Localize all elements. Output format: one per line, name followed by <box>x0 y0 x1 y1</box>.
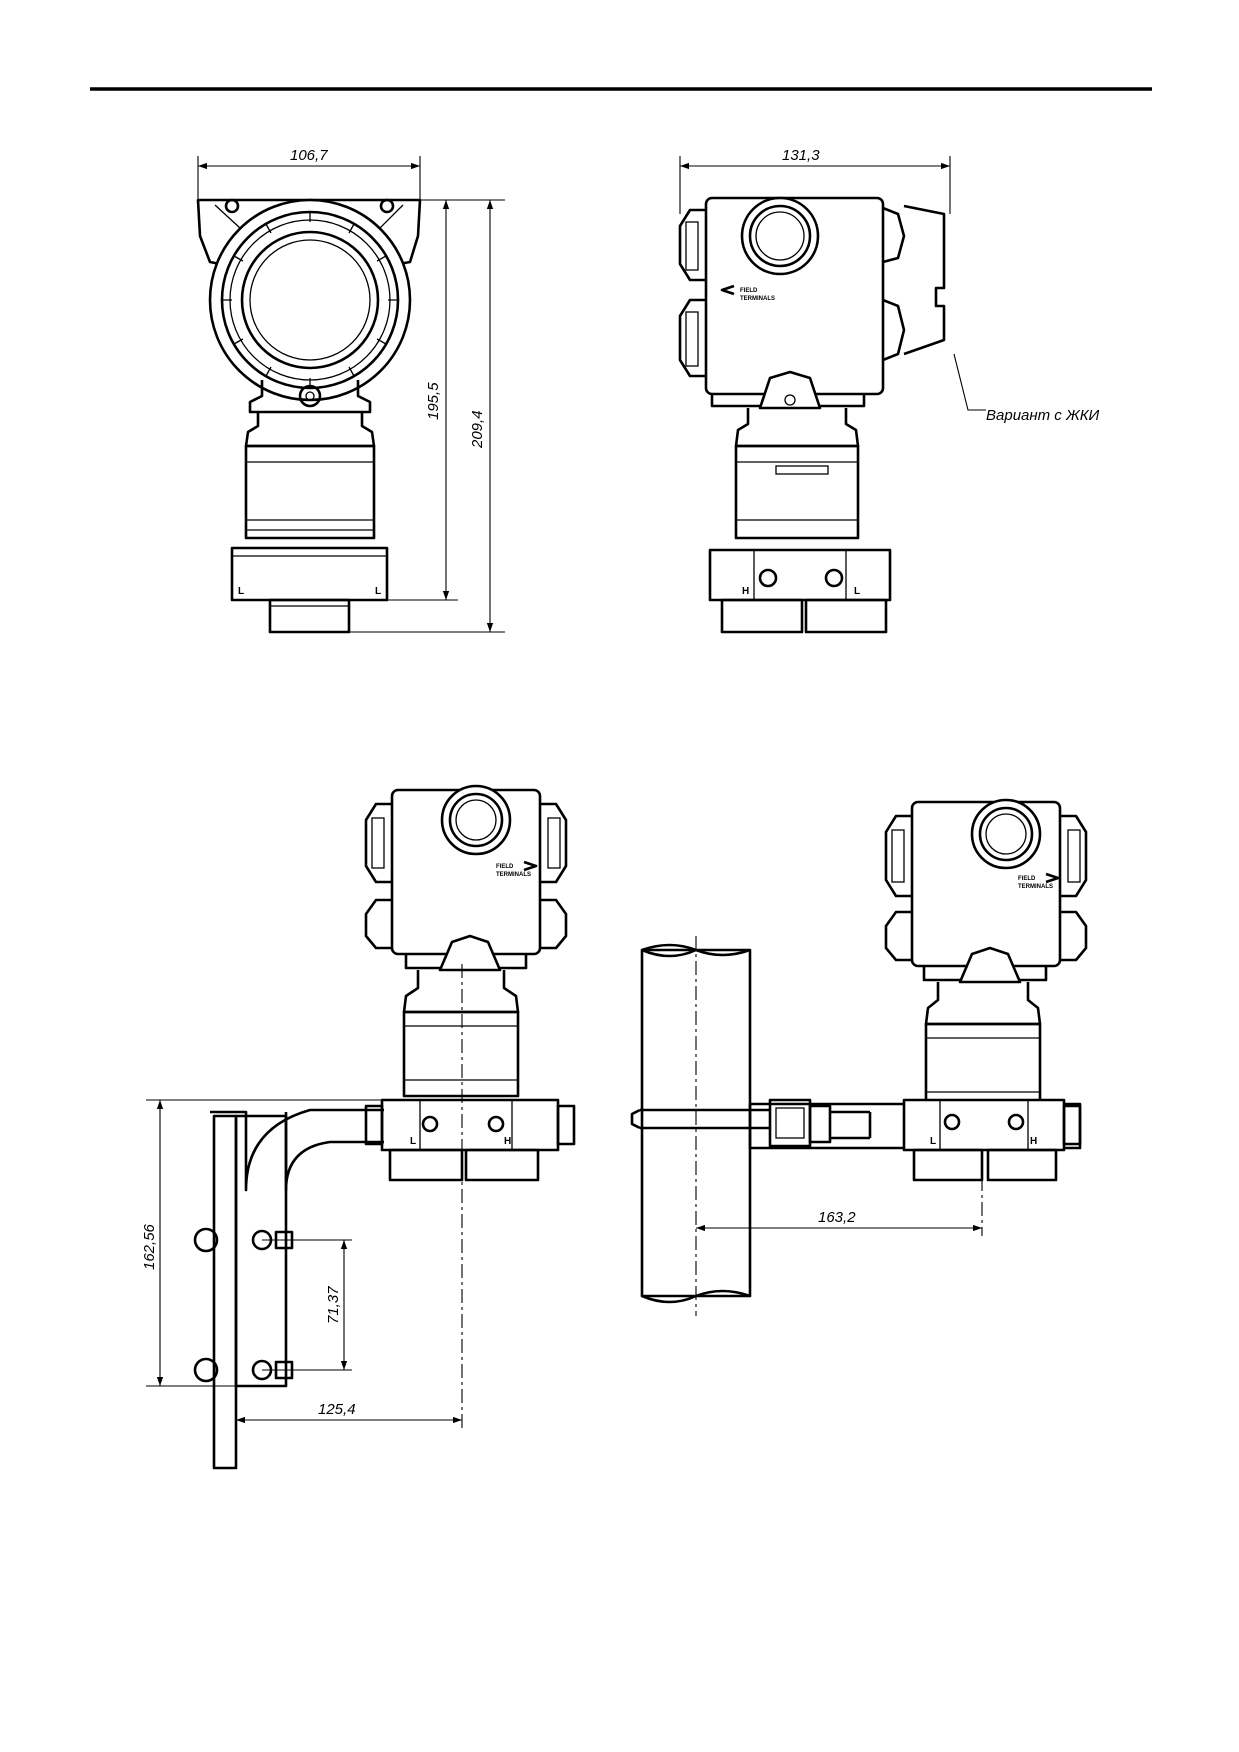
front-port-low-left: L <box>238 586 244 597</box>
dim-bracket-height: 162,56 <box>141 1223 158 1270</box>
dim-pipe-offset: 163,2 <box>818 1209 856 1226</box>
side-view-dimensions <box>679 156 986 411</box>
lcd-variant-callout: Вариант с ЖКИ <box>986 407 1100 424</box>
bracket-terminal-text-1: FIELD <box>496 864 514 870</box>
dim-side-width: 131,3 <box>782 147 820 164</box>
dim-front-height-total: 209,4 <box>469 410 486 449</box>
side-terminal-text-1: FIELD <box>740 288 758 294</box>
side-terminal-text-2: TERMINALS <box>740 296 775 302</box>
side-view: FIELD TERMINALS H L <box>678 196 946 634</box>
pipe-mount-view: FIELD TERMINALS L H <box>630 798 1088 1316</box>
dim-bolt-spacing: 71,37 <box>325 1286 342 1324</box>
wall-bracket-view: FIELD TERMINALS L H <box>193 784 576 1470</box>
wall-bracket-dimensions <box>146 1099 462 1424</box>
front-view: L L <box>196 198 422 634</box>
side-port-high: H <box>742 586 749 597</box>
dim-bracket-offset: 125,4 <box>318 1401 356 1418</box>
dim-front-width: 106,7 <box>290 147 328 164</box>
pipe-terminal-text-2: TERMINALS <box>1018 884 1053 890</box>
pipe-terminal-text-1: FIELD <box>1018 876 1036 882</box>
pipe-port-low: L <box>930 1136 936 1147</box>
bracket-port-high: H <box>504 1136 511 1147</box>
front-view-dimensions <box>197 156 505 633</box>
side-port-low: L <box>854 586 860 597</box>
front-port-low-right: L <box>375 586 381 597</box>
pipe-port-high: H <box>1030 1136 1037 1147</box>
bracket-port-low: L <box>410 1136 416 1147</box>
bracket-terminal-text-2: TERMINALS <box>496 872 531 878</box>
dim-front-height-body: 195,5 <box>425 382 442 420</box>
